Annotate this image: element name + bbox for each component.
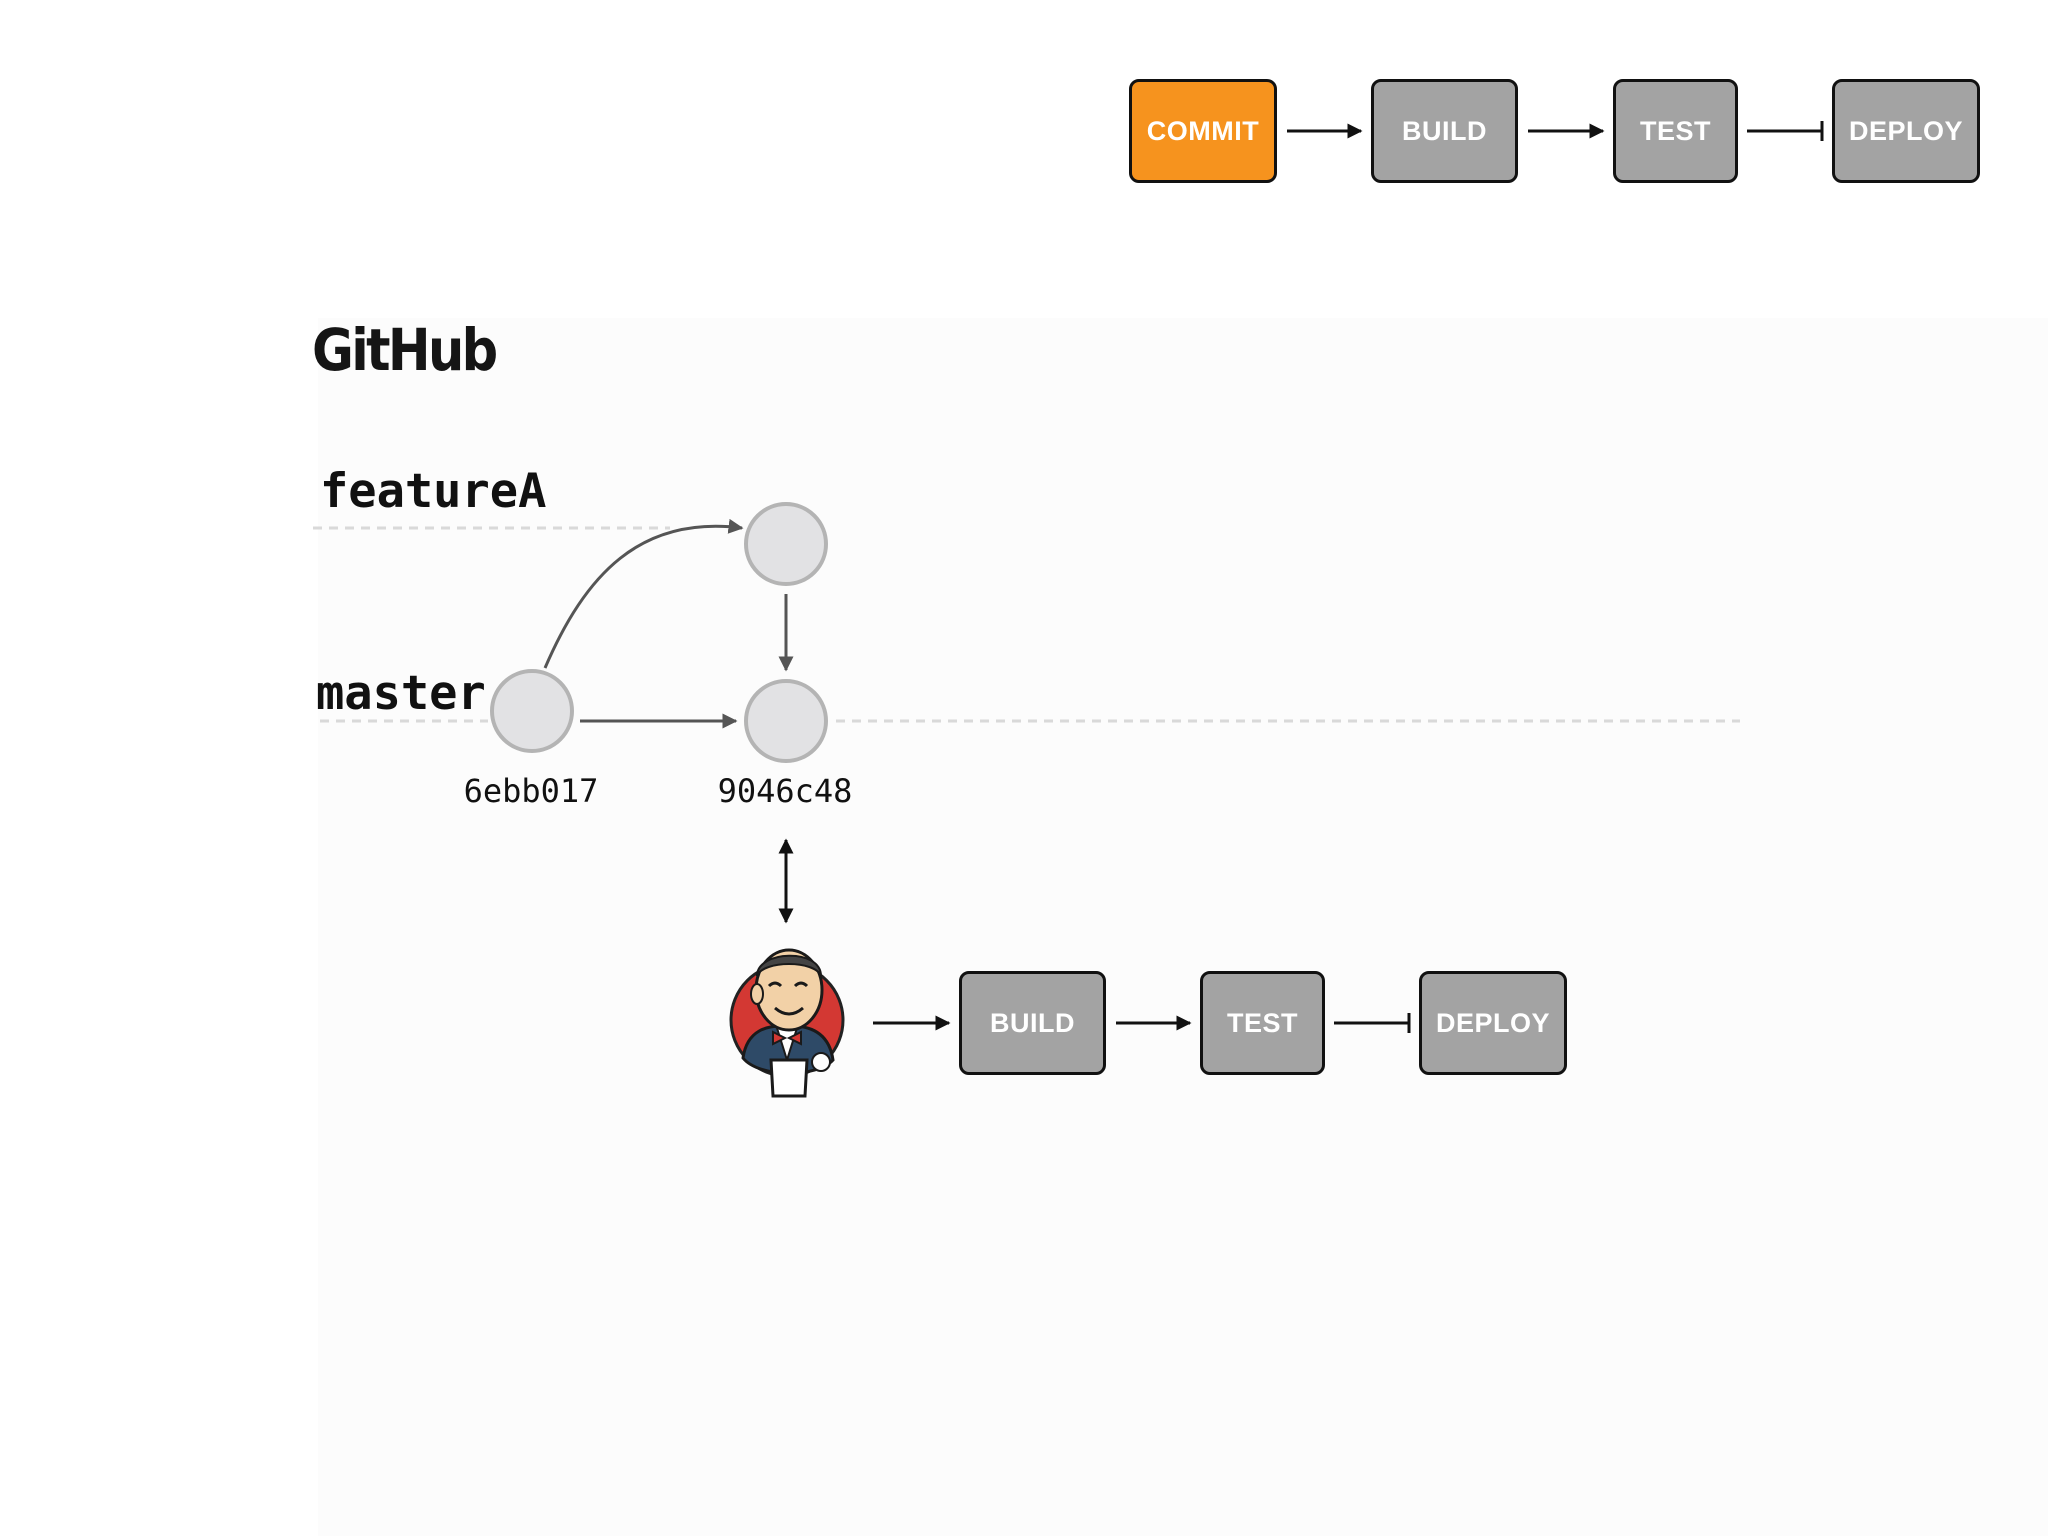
ci-stage-deploy: DEPLOY (1419, 971, 1567, 1075)
ci-pipeline-connectors (873, 1013, 1411, 1033)
ci-stage-test: TEST (1200, 971, 1325, 1075)
ci-stage-build: BUILD (959, 971, 1106, 1075)
diagram-panel (318, 318, 2048, 1536)
top-stage-build: BUILD (1371, 79, 1518, 183)
commit-sha-merge: 9046c48 (717, 772, 853, 810)
top-pipeline-connectors (1287, 121, 1824, 141)
commit-edges (543, 518, 794, 729)
commit-node-feature (744, 502, 828, 586)
commit-nodes (490, 502, 828, 763)
branch-label-featureA: featureA (320, 464, 547, 519)
top-stage-test: TEST (1613, 79, 1738, 183)
commit-sha-base: 6ebb017 (463, 772, 599, 810)
commit-node-base (490, 669, 574, 753)
top-stage-deploy: DEPLOY (1832, 79, 1980, 183)
edge-base-to-feature (543, 518, 744, 669)
commit-node-merge (744, 679, 828, 763)
github-logo: GitHub (312, 316, 498, 384)
top-stage-commit: COMMIT (1129, 79, 1277, 183)
branch-guides (313, 526, 1740, 723)
jenkins-butler-icon (729, 948, 845, 1098)
branch-label-master: master (316, 666, 486, 721)
